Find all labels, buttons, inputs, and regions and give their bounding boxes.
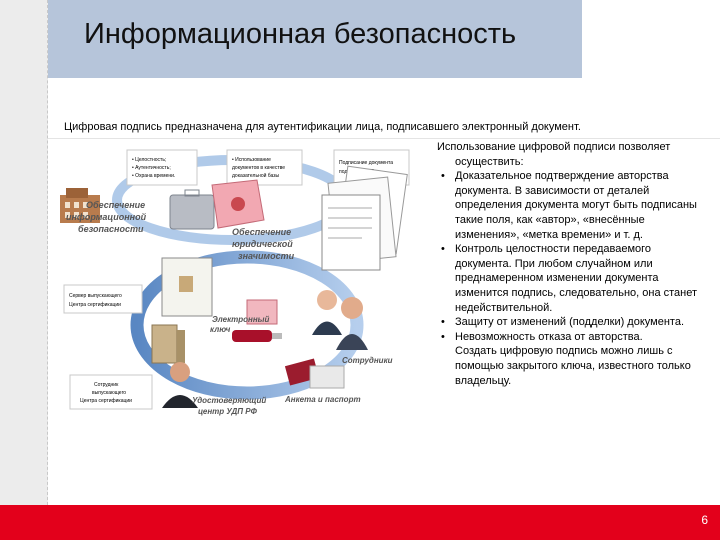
bullet-2: •Контроль целостности передаваемого доку… xyxy=(441,243,698,314)
box-evidence xyxy=(226,149,303,186)
box-server-line-1: Сервер выпускающего xyxy=(69,293,122,299)
employee-icon xyxy=(162,362,198,408)
bullet-3-text: Защиту от изменений (подделки) документа… xyxy=(455,316,684,329)
cycle-arrow xyxy=(130,250,364,400)
label-security-3: безопасности xyxy=(78,224,144,234)
bullet-4-text: Невозможность отказа от авторства. xyxy=(455,330,643,343)
divider xyxy=(48,138,720,139)
label-legal-1: Обеспечение xyxy=(232,227,291,237)
bullet-3: •Защиту от изменений (подделки) документ… xyxy=(441,316,684,329)
box-evidence-line-1: • Использование xyxy=(232,157,271,163)
right-text: Использование цифровой подписи позволяет… xyxy=(437,140,709,388)
box-server xyxy=(63,284,143,314)
right-tail: Создать цифровую подпись можно лишь с по… xyxy=(455,345,691,387)
label-center-1: Удостоверяющий xyxy=(192,396,266,405)
footer-bar: 6 xyxy=(0,505,720,540)
label-security-2: информационной xyxy=(66,212,147,222)
documents-icon xyxy=(321,165,408,271)
staff-icon xyxy=(312,290,368,350)
box-server-line-2: Центра сертификации xyxy=(69,302,121,308)
title-bar: Информационная безопасность xyxy=(48,0,582,78)
left-stripe xyxy=(0,0,48,505)
label-key-2: ключ xyxy=(210,325,231,334)
page-number: 6 xyxy=(701,513,708,527)
bullet-1-text: Доказательное подтверждение авторства до… xyxy=(455,170,697,241)
folder-icon xyxy=(211,179,265,229)
certificate-icon xyxy=(161,257,213,317)
box-employee-line-3: Центра сертификации xyxy=(80,398,132,404)
passport-icon xyxy=(284,358,345,389)
bullet-4: •Невозможность отказа от авторства. xyxy=(441,330,643,343)
briefcase-icon xyxy=(169,189,215,230)
box-employee-line-1: Сотрудник xyxy=(94,382,119,388)
box-integrity-line-1: • Целостность; xyxy=(132,157,166,163)
server-icon xyxy=(151,324,185,364)
box-evidence-line-3: доказательной базы xyxy=(232,172,280,179)
bullet-2-text: Контроль целостности передаваемого докум… xyxy=(455,243,698,314)
bullet-1: •Доказательное подтверждение авторства д… xyxy=(441,170,697,241)
intro-text: Цифровая подпись предназначена для аутен… xyxy=(64,121,581,133)
right-lead: Использование цифровой подписи позволяет… xyxy=(437,141,671,168)
building-icon xyxy=(60,188,100,223)
dotted-guide xyxy=(47,0,48,505)
box-evidence-line-2: документов в качестве xyxy=(232,165,285,171)
slide-title: Информационная безопасность xyxy=(84,18,517,50)
folder-small-icon xyxy=(246,299,278,325)
label-passport: Анкета и паспорт xyxy=(284,395,361,404)
usb-key-icon xyxy=(232,330,282,342)
digital-signature-diagram: • Целостность; • Аутентичность; • Охрана… xyxy=(60,149,410,416)
label-key-1: Электронный xyxy=(212,315,270,324)
label-security-1: Обеспечение xyxy=(86,200,145,210)
box-integrity xyxy=(126,149,198,186)
label-staff: Сотрудники xyxy=(342,356,393,365)
box-integrity-line-2: • Аутентичность; xyxy=(132,165,171,171)
label-center-2: центр УДП РФ xyxy=(198,407,258,416)
box-integrity-line-3: • Охрана времени. xyxy=(132,173,175,179)
label-legal-3: значимости xyxy=(238,251,295,261)
box-employee xyxy=(69,374,153,410)
box-employee-line-2: выпускающего xyxy=(92,390,126,396)
label-legal-2: юридической xyxy=(232,239,293,249)
box-signing-line-1: Подписание документа xyxy=(339,160,393,166)
